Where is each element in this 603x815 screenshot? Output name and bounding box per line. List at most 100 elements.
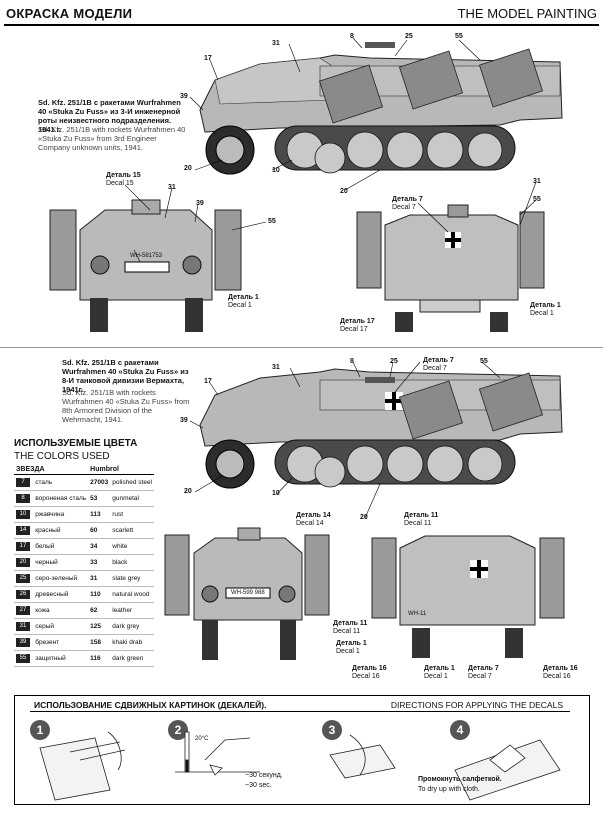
humbrol-code: 34 (88, 538, 111, 555)
temperature-label: 20°C (195, 736, 209, 742)
leader-lines (124, 37, 537, 519)
color-star-badge: 8 (16, 494, 30, 503)
color-star-badge: 55 (16, 654, 30, 663)
callout-31b: 31 (168, 184, 176, 191)
header-rule (4, 24, 599, 26)
color-name-ru: брезент (33, 634, 89, 651)
s2-decal11-ru: Деталь 11 (404, 512, 439, 519)
color-name-ru: защитный (33, 650, 89, 667)
step-4-badge: 4 (450, 720, 470, 740)
step-1-badge: 1 (30, 720, 50, 740)
color-name-ru: древесный (33, 586, 89, 603)
humbrol-code: 113 (88, 506, 111, 523)
step-2-badge: 2 (168, 720, 188, 740)
front-view-1 (49, 199, 242, 332)
s2-decal1-ru: Деталь 1 (336, 640, 367, 647)
section1-title-ru: Sd. Kfz. 251/1B с ракетами Wurfrahmen 40… (38, 98, 181, 134)
decal17-ru: Деталь 17 (340, 318, 375, 325)
s2-callout-10: 10 (272, 490, 280, 497)
color-star-badge: 7 (16, 478, 30, 487)
time-en: ~30 sec. (245, 782, 272, 789)
s2-decal16-ru: Деталь 16 (352, 665, 387, 672)
humbrol-code: 60 (88, 522, 111, 539)
color-name-en: dark grey (110, 618, 154, 635)
color-name-en: polished steel (110, 474, 154, 491)
color-name-en: dark green (110, 650, 154, 667)
dry-ru: Промокнуть салфеткой. (418, 776, 502, 783)
decal15-ru: Деталь 15 (106, 172, 141, 179)
humbrol-code: 31 (88, 570, 111, 587)
color-name-ru: кожа (33, 602, 89, 619)
decal-title-ru: ИСПОЛЬЗОВАНИЕ СДВИЖНЫХ КАРТИНОК (ДЕКАЛЕЙ… (34, 700, 267, 710)
step-3-badge: 3 (322, 720, 342, 740)
s2-decal16b-ru: Деталь 16 (543, 665, 578, 672)
s2-callout-25: 25 (390, 358, 398, 365)
color-name-en: black (110, 554, 154, 571)
s2-callout-39: 39 (180, 417, 188, 424)
s2-decal7-en: Decal 7 (423, 365, 447, 372)
side-view-1 (199, 42, 563, 175)
humbrol-code: 110 (88, 586, 111, 603)
s2-callout-8: 8 (350, 358, 354, 365)
colors-title-ru: ИСПОЛЬЗУЕМЫЕ ЦВЕТА (14, 438, 138, 449)
rear-mark-2: WH-11 (408, 611, 427, 617)
color-name-ru: красный (33, 522, 89, 539)
color-star-badge: 10 (16, 510, 30, 519)
color-name-ru: ржавчина (33, 506, 89, 523)
color-name-en: natural wood (110, 586, 154, 603)
colors-title-en: THE COLORS USED (14, 451, 110, 462)
callout-8: 8 (350, 33, 354, 40)
s2-decal14-en: Decal 14 (296, 520, 324, 527)
decal-title-en: DIRECTIONS FOR APPLYING THE DECALS (390, 700, 563, 710)
s2-decal7-ru: Деталь 7 (423, 357, 454, 364)
col-header-star: ЗВЕЗДА (14, 465, 89, 475)
color-name-en: gunmetal (110, 490, 154, 507)
color-name-en: white (110, 538, 154, 555)
front-view-2 (164, 527, 330, 660)
decal7-ru: Деталь 7 (392, 196, 423, 203)
color-star-badge: 14 (16, 526, 30, 535)
callout-31c: 31 (533, 178, 541, 185)
callout-55c: 55 (533, 196, 541, 203)
rear-view-1 (356, 204, 545, 332)
s2-callout-17: 17 (204, 378, 212, 385)
dry-en: To dry up with cloth. (418, 786, 480, 793)
callout-17: 17 (204, 55, 212, 62)
s2-decal7b-en: Decal 7 (468, 673, 492, 680)
color-star-badge: 17 (16, 542, 30, 551)
s2-decal1b-en: Decal 1 (424, 673, 448, 680)
color-star-badge: 31 (16, 622, 30, 631)
color-name-en: rust (110, 506, 154, 523)
decal1-en: Decal 1 (228, 302, 252, 309)
callout-39: 39 (180, 93, 188, 100)
col-header-humbrol: Humbrol (88, 465, 154, 475)
color-name-ru: серо-зеленый (33, 570, 89, 587)
color-star-badge: 26 (16, 590, 30, 599)
color-name-en: leather (110, 602, 154, 619)
humbrol-code: 158 (88, 634, 111, 651)
callout-55b: 55 (268, 218, 276, 225)
section1-title-en: Sd. Kfz. 251/1B with rockets Wurfrahmen … (38, 125, 186, 152)
color-name-ru: белый (33, 538, 89, 555)
color-name-en: khaki drab (110, 634, 154, 651)
s2-decal16-en: Decal 16 (352, 673, 380, 680)
decal1-ru: Деталь 1 (228, 294, 259, 301)
s2-decal11-en: Decal 11 (404, 520, 432, 527)
decal1b-en: Decal 1 (530, 310, 554, 317)
s2-decal1-en: Decal 1 (336, 648, 360, 655)
decal15-en: Decal 15 (106, 180, 134, 187)
color-name-ru: сталь (33, 474, 89, 491)
s2-callout-31: 31 (272, 364, 280, 371)
s2-decal11b-en: Decal 11 (333, 628, 361, 635)
decal-title-rule (30, 711, 570, 712)
